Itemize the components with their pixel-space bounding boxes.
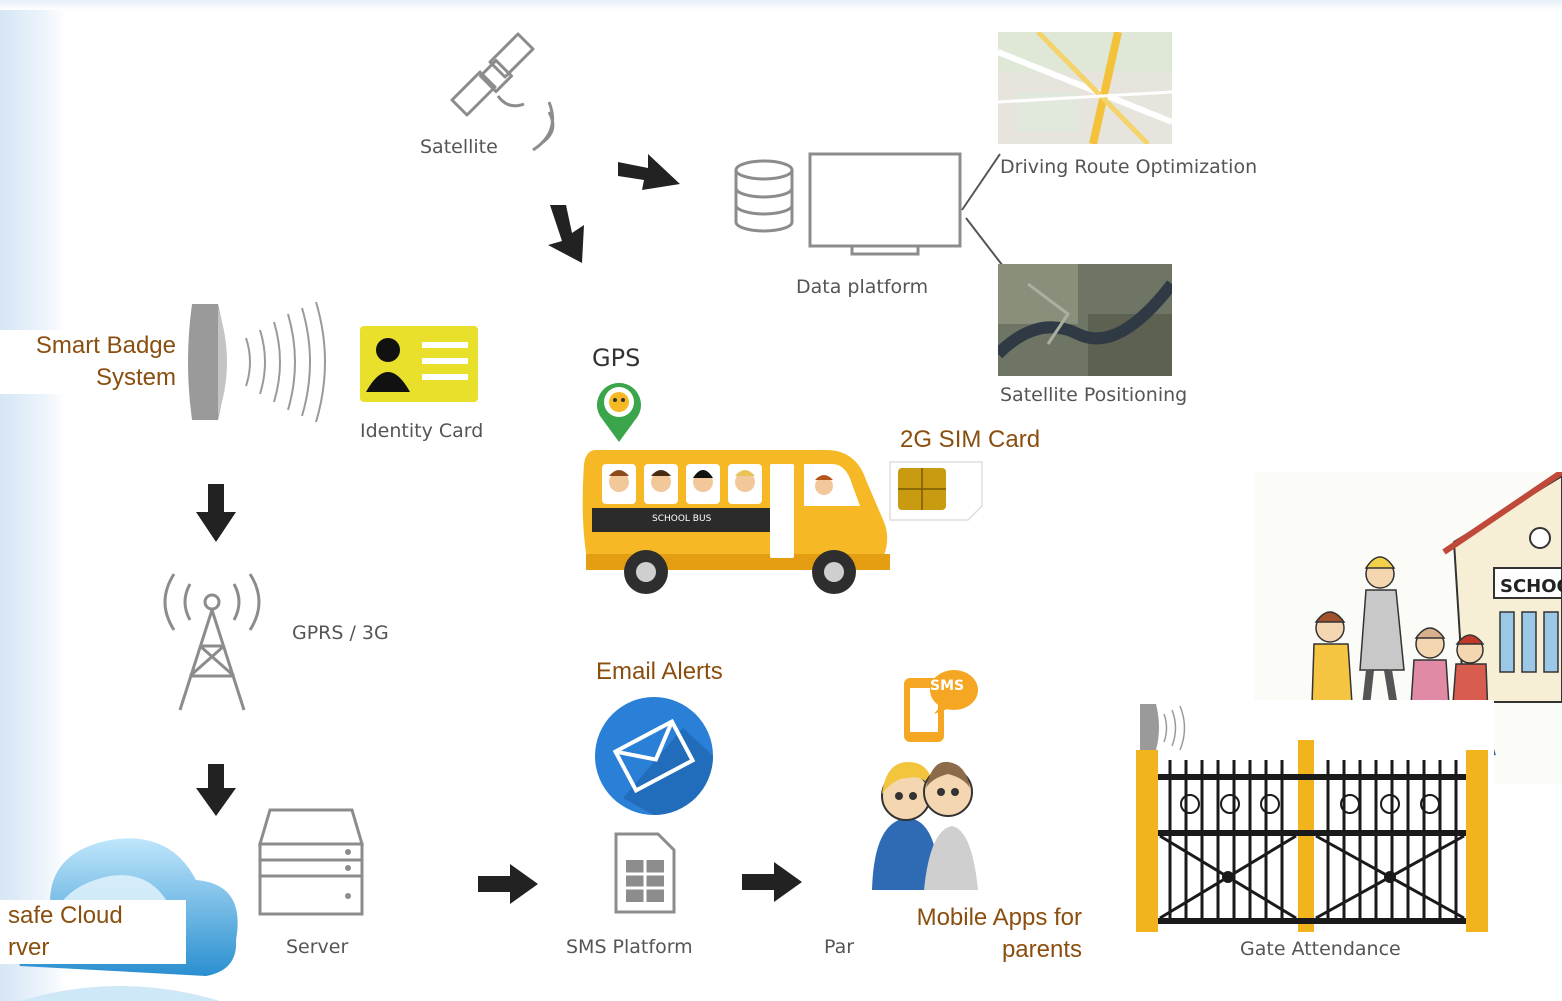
- sim-card-callout: 2G SIM Card: [900, 426, 1041, 453]
- identity-card-label: Identity Card: [360, 420, 484, 442]
- sms-phone-icon: [904, 670, 978, 742]
- arrow-down-icon: [196, 484, 236, 542]
- arrow-right-icon: [478, 864, 538, 904]
- data-platform-icon: [734, 152, 962, 256]
- satellite-icon: [450, 32, 555, 152]
- sim-chip-icon: [614, 832, 676, 914]
- left-decorative-band: [0, 0, 66, 1001]
- arrow-right-icon: [618, 154, 680, 190]
- cloud-server-callout: safe Cloud rver: [0, 900, 186, 964]
- school-sign-text: SCHOO: [1500, 576, 1562, 597]
- badge-reader-icon: [188, 301, 326, 423]
- sms-platform-label: SMS Platform: [566, 936, 693, 958]
- parents-illustration: [872, 761, 978, 890]
- gps-label: GPS: [592, 344, 641, 372]
- gate-attendance-label: Gate Attendance: [1240, 938, 1401, 960]
- cloud-line1: safe Cloud: [8, 902, 123, 929]
- route-map-image: [998, 32, 1172, 144]
- mobile-apps-callout: Mobile Apps for parents: [886, 902, 1082, 966]
- satellite-label: Satellite: [420, 136, 498, 158]
- sms-badge-text: SMS: [930, 678, 965, 694]
- arrow-down-icon: [548, 205, 584, 263]
- driving-route-label: Driving Route Optimization: [1000, 156, 1258, 178]
- cell-tower-icon: [163, 573, 261, 711]
- arrow-down-icon: [196, 764, 236, 816]
- mobile-apps-line2: parents: [1001, 936, 1082, 963]
- satellite-photo-image: [998, 264, 1172, 376]
- top-decorative-band: [0, 0, 1562, 10]
- school-gate-illustration: [1130, 700, 1494, 934]
- smart-badge-callout: Smart Badge System: [0, 330, 184, 394]
- server-label: Server: [286, 936, 349, 958]
- parents-partial-label: Par: [824, 936, 855, 958]
- smart-badge-line1: Smart Badge: [35, 332, 176, 359]
- school-bus-text: SCHOOL BUS: [652, 514, 712, 524]
- gps-pin-icon: [597, 382, 641, 442]
- email-envelope-icon: [595, 697, 713, 815]
- id-card-icon: [360, 326, 478, 402]
- sim-card-icon: [889, 461, 983, 521]
- email-alerts-callout: Email Alerts: [596, 658, 723, 685]
- data-platform-label: Data platform: [796, 276, 929, 298]
- mobile-apps-line1: Mobile Apps for: [916, 904, 1082, 931]
- cloud-line2: rver: [8, 934, 50, 961]
- school-bus-icon: [582, 450, 890, 594]
- connector-lines: [961, 153, 1007, 271]
- satellite-positioning-label: Satellite Positioning: [1000, 384, 1188, 406]
- gprs-label: GPRS / 3G: [292, 622, 389, 644]
- server-icon: [257, 808, 365, 916]
- smart-badge-line2: System: [95, 364, 176, 391]
- arrow-right-icon: [742, 862, 802, 902]
